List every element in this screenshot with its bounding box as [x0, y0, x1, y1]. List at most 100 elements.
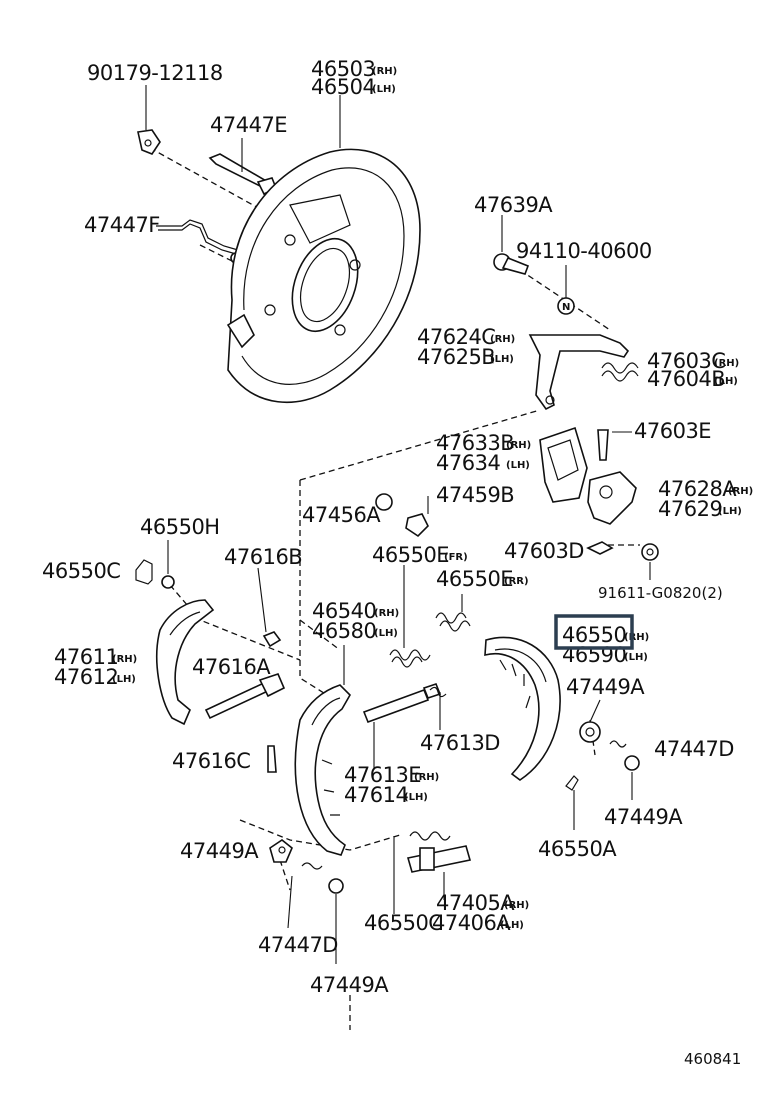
label-47613d: 47613D: [420, 731, 500, 755]
label-47447d-left: 47447D: [258, 933, 338, 957]
shoe-47611-part: [155, 599, 215, 726]
label-47616a: 47616A: [192, 655, 271, 679]
label-47447d-right: 47447D: [654, 737, 734, 761]
boot-47633b-part: [539, 426, 588, 503]
wheel-cylinder-47405a-part: [393, 831, 472, 914]
pipe-47447f-part: [156, 219, 242, 264]
label-46550: 46550: [562, 623, 626, 647]
label-47449a-bottom: 47449A: [310, 973, 389, 997]
label-91611: 91611-G0820(2): [598, 584, 723, 602]
label-47616c: 47616C: [172, 749, 250, 773]
label-46550h: 46550H: [140, 515, 220, 539]
label-94110: 94110-40600: [516, 239, 652, 263]
label-46550c-bottom: 46550C: [364, 911, 442, 935]
reference-number: 460841: [684, 1050, 741, 1068]
suffix-46550e-fr: (FR): [444, 552, 468, 563]
bolt-91611-part: [641, 543, 659, 580]
suffix-47624c: (RH): [490, 334, 515, 345]
suffix-46550e-rr: (RR): [504, 576, 529, 587]
pin-47603e-part: [597, 429, 632, 461]
nut-90179-part: [137, 85, 161, 155]
retainer-47449a-left-part: [269, 839, 293, 863]
label-47603d: 47603D: [504, 539, 584, 563]
spring-47613d-part: [429, 686, 447, 730]
label-90179: 90179-12118: [87, 61, 223, 85]
label-47449a-right2: 47449A: [604, 805, 683, 829]
label-47639a: 47639A: [474, 193, 553, 217]
suffix-47405a: (RH): [504, 900, 529, 911]
label-47616b: 47616B: [224, 545, 302, 569]
clip-47616b-part: [257, 567, 282, 648]
label-47612: 47612: [54, 665, 118, 689]
suffix-47629: (LH): [718, 506, 742, 517]
bracket-47628a-part: [587, 471, 637, 525]
suffix-46590: (LH): [624, 652, 648, 663]
label-47449a-right: 47449A: [566, 675, 645, 699]
label-47459b: 47459B: [436, 483, 514, 507]
pin-47616c-part: [267, 745, 277, 773]
label-46550e-rr: 46550E: [436, 567, 513, 591]
suffix-46504: (LH): [372, 84, 396, 95]
label-46580: 46580: [312, 619, 376, 643]
label-46550e-fr: 46550E: [372, 543, 449, 567]
bolt-94110-part: N: [493, 215, 575, 315]
suffix-47634: (LH): [506, 460, 530, 471]
retainer-47449a-right-part: [579, 699, 640, 800]
label-47633b: 47633B: [436, 431, 514, 455]
suffix-47603c: (RH): [714, 358, 739, 369]
suffix-47625b: (LH): [490, 354, 514, 365]
suffix-47604b: (LH): [714, 376, 738, 387]
label-47624c: 47624C: [417, 325, 495, 349]
bolt-47447e-part: [208, 138, 278, 196]
label-46550c-top: 46550C: [42, 559, 120, 583]
svg-text:N: N: [562, 302, 570, 313]
clip-46550h-part: [135, 540, 175, 589]
label-47449a-left: 47449A: [180, 839, 259, 863]
suffix-46580: (LH): [374, 628, 398, 639]
part-labels: 90179-12118 46503 (RH) 46504 (LH) 47447E…: [42, 57, 753, 1068]
retainer-47449a-bottom-part: [328, 878, 344, 964]
suffix-47612: (LH): [112, 674, 136, 685]
suffix-47633b: (RH): [506, 440, 531, 451]
label-46550a: 46550A: [538, 837, 617, 861]
suffix-47614: (LH): [404, 792, 428, 803]
spring-47603c-part: [601, 362, 639, 382]
label-46504: 46504: [311, 75, 375, 99]
adjuster-47613e-part: [362, 683, 442, 770]
suffix-47628a: (RH): [728, 486, 753, 497]
suffix-47611: (RH): [112, 654, 137, 665]
label-47406a: 47406A: [432, 911, 511, 935]
spring-47447d-left-part: [287, 862, 323, 929]
label-47625b: 47625B: [417, 345, 495, 369]
label-47634: 47634: [436, 451, 500, 475]
plug-47456a-part: [375, 493, 429, 538]
spring-46550e-rr-part: [435, 594, 471, 632]
label-47604b: 47604B: [647, 367, 725, 391]
label-47447f: 47447F: [84, 213, 160, 237]
label-47611: 47611: [54, 645, 118, 669]
label-47447e: 47447E: [210, 113, 287, 137]
spring-46550a-part: [565, 775, 579, 830]
label-47629: 47629: [658, 497, 722, 521]
label-46540: 46540: [312, 599, 376, 623]
suffix-47406a: (LH): [500, 920, 524, 931]
label-47613e: 47613E: [344, 763, 421, 787]
label-46503: 46503: [311, 57, 375, 81]
label-47628a: 47628A: [658, 477, 737, 501]
suffix-46503: (RH): [372, 66, 397, 77]
suffix-47613e: (RH): [414, 772, 439, 783]
clip-47603d-part: [586, 541, 614, 555]
highlight-box-46550: [554, 614, 634, 650]
label-47405a: 47405A: [436, 891, 515, 915]
label-47603c: 47603C: [647, 349, 725, 373]
suffix-46550: (RH): [624, 632, 649, 643]
parking-lever-47624c-part: [528, 334, 630, 411]
backing-plate-part: [226, 95, 421, 404]
label-47603e: 47603E: [634, 419, 711, 443]
label-47614: 47614: [344, 783, 408, 807]
shoe-46550-part: [484, 636, 561, 781]
strut-47616a-part: [204, 673, 286, 720]
label-47456a: 47456A: [302, 503, 381, 527]
spring-46550e-fr-part: [389, 565, 431, 668]
